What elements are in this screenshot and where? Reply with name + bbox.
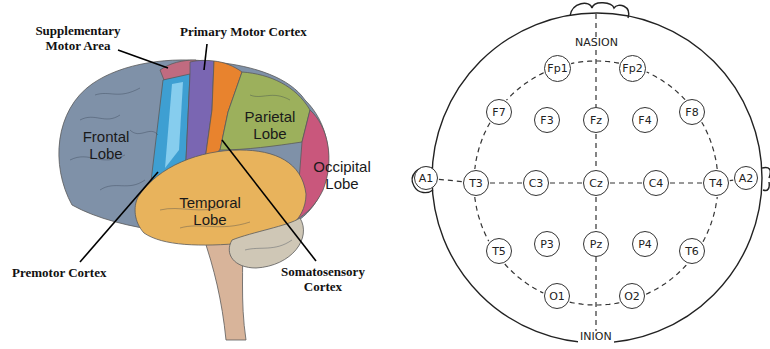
electrode-label: Pz bbox=[590, 238, 602, 251]
electrode-label: Fp1 bbox=[547, 62, 567, 75]
electrode-label: C3 bbox=[529, 177, 544, 190]
electrode-label: T5 bbox=[492, 245, 506, 258]
electrode-label: T3 bbox=[469, 177, 483, 190]
lobe-label: Parietal Lobe bbox=[238, 108, 302, 143]
ring-connector bbox=[571, 61, 619, 64]
electrode-circle: P4 bbox=[632, 231, 658, 257]
electrode-circle: P3 bbox=[534, 231, 560, 257]
leader-line bbox=[204, 44, 207, 70]
electrode-label: A1 bbox=[419, 172, 434, 185]
electrode-label: A2 bbox=[739, 172, 754, 185]
parietal-lobe bbox=[220, 72, 310, 150]
line-connector bbox=[730, 180, 733, 182]
ring-connector bbox=[507, 73, 544, 100]
callout-label: Supplementary Motor Area bbox=[18, 24, 138, 54]
ring-connector bbox=[475, 123, 490, 169]
electrode-label: P3 bbox=[540, 238, 554, 251]
electrode-circle: Fp1 bbox=[544, 55, 571, 82]
line-connector bbox=[670, 182, 702, 183]
lobe-label: Temporal Lobe bbox=[174, 194, 246, 229]
line-connector bbox=[490, 182, 522, 183]
electrode-circle: Fz bbox=[583, 107, 609, 133]
electrode-circle: Fp2 bbox=[619, 55, 646, 82]
lobe-label: Frontal Lobe bbox=[74, 128, 138, 163]
electrode-circle: F8 bbox=[679, 99, 705, 125]
head-outline bbox=[412, 3, 770, 343]
callout-label: Somatosensory Cortex bbox=[267, 265, 379, 295]
electrode-circle: O2 bbox=[619, 283, 645, 309]
electrode-label: C4 bbox=[649, 177, 664, 190]
electrode-label: T6 bbox=[685, 245, 699, 258]
electrode-circle: Cz bbox=[583, 170, 609, 196]
electrode-label: F3 bbox=[540, 114, 553, 127]
electrode-label: Fp2 bbox=[622, 62, 642, 75]
electrode-circle: T6 bbox=[679, 238, 705, 264]
electrode-label: Cz bbox=[589, 177, 602, 190]
line-connector bbox=[595, 197, 596, 230]
nose bbox=[570, 3, 629, 18]
landmark-label: INION bbox=[578, 331, 614, 344]
electrode-circle: F4 bbox=[632, 107, 658, 133]
electrode-label: P4 bbox=[638, 238, 652, 251]
ring-connector bbox=[646, 265, 687, 295]
electrode-circle: T5 bbox=[486, 238, 512, 264]
electrode-label: Fz bbox=[590, 114, 602, 127]
ring-connector bbox=[475, 197, 489, 241]
electrode-label: F4 bbox=[638, 114, 651, 127]
electrode-circle: T3 bbox=[463, 170, 489, 196]
ring-connector bbox=[505, 264, 544, 293]
ring-connector bbox=[703, 197, 717, 242]
brain-illustration bbox=[59, 60, 329, 340]
line-connector bbox=[595, 134, 596, 169]
cerebellum bbox=[229, 218, 303, 268]
electrode-circle: Pz bbox=[583, 231, 609, 257]
head-circle bbox=[432, 13, 762, 343]
electrode-label: O1 bbox=[549, 290, 565, 303]
line-connector bbox=[610, 182, 642, 183]
line-connector bbox=[550, 182, 582, 183]
electrode-circle: C4 bbox=[643, 170, 669, 196]
electrode-circle: F7 bbox=[486, 99, 512, 125]
ring-connector bbox=[647, 72, 686, 100]
premotor-cortex-inner bbox=[165, 82, 183, 168]
lobe-label: Occipital Lobe bbox=[306, 158, 378, 193]
electrode-label: O2 bbox=[624, 290, 640, 303]
electrode-circle: A1 bbox=[414, 166, 438, 190]
ring-connector bbox=[702, 122, 718, 169]
electrode-label: T4 bbox=[709, 177, 723, 190]
electrode-label: F8 bbox=[685, 106, 698, 119]
callout-label: Premotor Cortex bbox=[12, 266, 106, 281]
electrode-circle: F3 bbox=[534, 107, 560, 133]
line-connector bbox=[439, 179, 462, 181]
right-ear bbox=[762, 167, 770, 190]
landmark-label: NASION bbox=[573, 37, 620, 50]
electrode-circle: T4 bbox=[703, 170, 729, 196]
leader-line bbox=[118, 50, 168, 68]
callout-label: Primary Motor Cortex bbox=[180, 25, 307, 40]
electrode-circle: A2 bbox=[734, 166, 758, 190]
electrode-circle: O1 bbox=[544, 283, 570, 309]
electrode-label: F7 bbox=[492, 106, 505, 119]
ring-connector bbox=[570, 302, 620, 305]
leader-line bbox=[80, 172, 158, 262]
electrode-circle: C3 bbox=[523, 170, 549, 196]
